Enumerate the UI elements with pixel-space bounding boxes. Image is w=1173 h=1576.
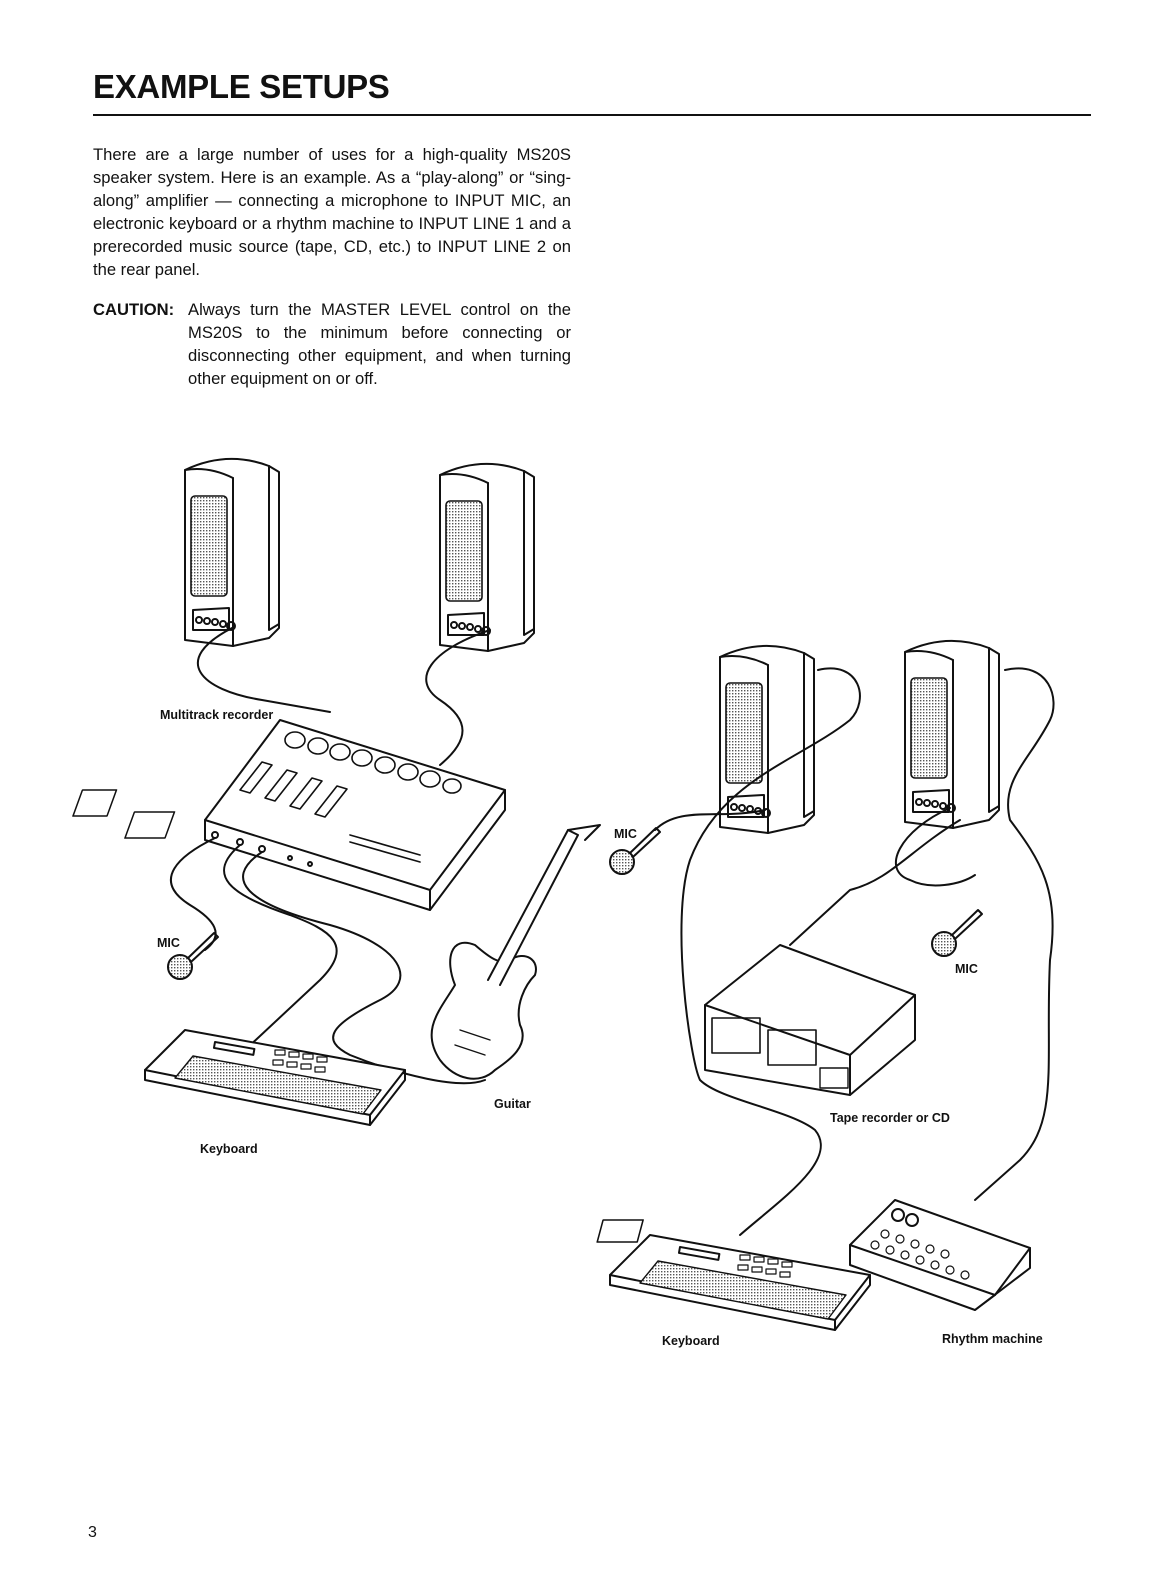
label-rhythm-machine: Rhythm machine	[942, 1332, 1043, 1346]
title-rule	[93, 114, 1091, 116]
caution-text: Always turn the MASTER LEVEL control on …	[188, 300, 571, 388]
speaker-right-2	[904, 639, 1000, 829]
keyboard-left	[144, 1029, 406, 1126]
keyboard-right	[609, 1234, 871, 1331]
label-mic-left: MIC	[157, 936, 180, 950]
speaker-left-2	[439, 462, 535, 652]
label-mic-center: MIC	[614, 827, 637, 841]
label-tape-recorder: Tape recorder or CD	[830, 1111, 950, 1125]
tape-recorder-cd	[704, 944, 916, 1096]
guitar	[430, 824, 601, 1080]
page-title: EXAMPLE SETUPS	[93, 68, 390, 105]
page-number: 3	[88, 1524, 97, 1541]
intro-paragraph: There are a large number of uses for a h…	[93, 145, 571, 279]
label-keyboard-right: Keyboard	[662, 1334, 720, 1348]
label-keyboard-left: Keyboard	[200, 1142, 258, 1156]
multitrack-recorder	[72, 719, 506, 911]
mic-right	[931, 909, 983, 957]
label-multitrack-recorder: Multitrack recorder	[160, 708, 274, 722]
label-guitar: Guitar	[494, 1097, 531, 1111]
caution-label: CAUTION:	[93, 300, 175, 319]
rhythm-machine	[596, 1199, 1031, 1311]
speaker-right-1	[719, 644, 815, 834]
speaker-left-1	[184, 457, 280, 647]
label-mic-right: MIC	[955, 962, 978, 976]
